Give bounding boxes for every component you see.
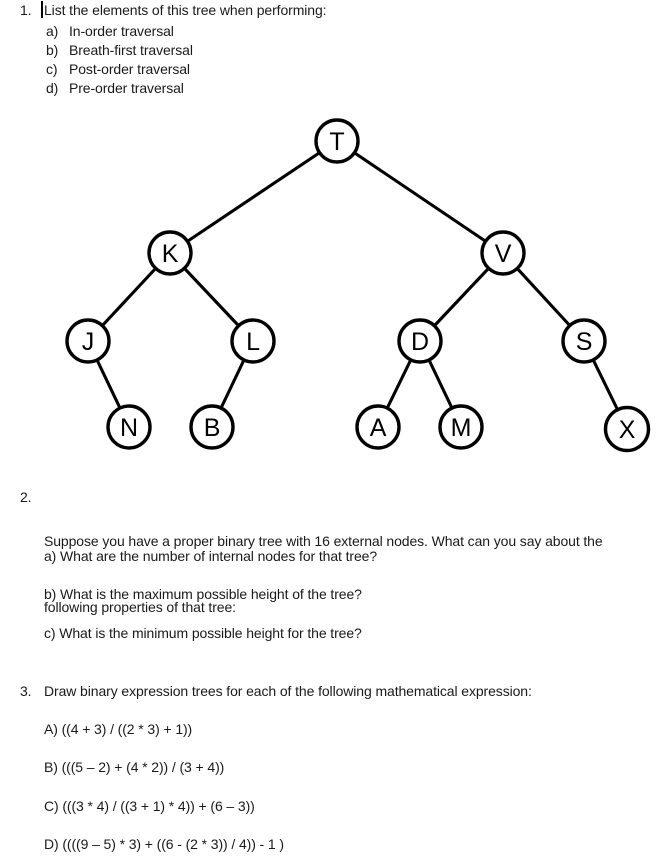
- tree-node-label: A: [370, 414, 387, 442]
- question-3-prompt: Draw binary expression trees for each of…: [44, 683, 532, 699]
- list-item-text: Post-order traversal: [69, 61, 190, 77]
- question-2-prompt: Suppose you have a proper binary tree wi…: [44, 486, 603, 662]
- list-item: b) Breath-first traversal: [46, 43, 193, 57]
- tree-edge-T-V: [335, 139, 505, 255]
- tree-node-A: A: [355, 404, 401, 450]
- question-1-number: 1.: [20, 2, 32, 18]
- question-3-item-c: C) (((3 * 4) / ((3 + 1) * 4)) + (6 – 3)): [44, 798, 255, 814]
- list-item-text: Pre-order traversal: [69, 80, 184, 96]
- tree-node-label: B: [204, 414, 221, 442]
- list-item-label: c): [46, 61, 58, 77]
- question-2-number: 2.: [20, 489, 32, 505]
- tree-node-label: S: [576, 328, 593, 356]
- tree-node-circle: [438, 404, 484, 450]
- question-2-prompt-line-1: Suppose you have a proper binary tree wi…: [44, 533, 603, 549]
- tree-node-label: J: [82, 328, 94, 356]
- question-2-item-c: c) What is the minimum possible height f…: [44, 625, 362, 641]
- tree-node-M: M: [438, 404, 484, 450]
- tree-node-V: V: [480, 230, 526, 276]
- tree-node-label: N: [120, 414, 138, 442]
- list-item-text: In-order traversal: [69, 23, 174, 39]
- list-item-text: Breath-first traversal: [69, 42, 193, 58]
- tree-node-label: K: [162, 240, 179, 268]
- tree-node-circle: [603, 405, 651, 453]
- tree-node-label: L: [246, 328, 260, 356]
- tree-node-J: J: [65, 318, 111, 364]
- tree-node-S: S: [561, 318, 607, 364]
- tree-node-circle: [561, 318, 607, 364]
- tree-node-circle: [106, 404, 152, 450]
- tree-node-circle: [480, 230, 526, 276]
- tree-node-circle: [65, 318, 111, 364]
- tree-node-K: K: [147, 230, 193, 276]
- tree-node-circle: [397, 318, 443, 364]
- question-2-item-a: a) What are the number of internal nodes…: [44, 548, 378, 564]
- question-2-item-b: b) What is the maximum possible height o…: [44, 586, 362, 602]
- tree-node-T: T: [314, 118, 360, 164]
- tree-node-circle: [189, 404, 235, 450]
- tree-node-X: X: [603, 405, 651, 453]
- list-item: a) In-order traversal: [46, 24, 174, 38]
- binary-tree-figure: T K V J L D S N: [65, 118, 651, 453]
- tree-node-label: D: [411, 328, 429, 356]
- tree-node-D: D: [397, 318, 443, 364]
- tree-node-N: N: [106, 404, 152, 450]
- list-item-label: b): [46, 42, 59, 58]
- list-item: c) Post-order traversal: [46, 62, 190, 76]
- question-1-prompt: List the elements of this tree when perf…: [44, 2, 327, 18]
- question-3-number: 3.: [20, 683, 32, 699]
- list-item-label: a): [46, 23, 59, 39]
- tree-node-label: M: [451, 414, 472, 442]
- text-cursor: [41, 1, 43, 18]
- question-2-prompt-line-2: following properties of that tree:: [44, 599, 236, 615]
- tree-node-circle: [147, 230, 193, 276]
- tree-node-circle: [314, 118, 360, 164]
- tree-node-B: B: [189, 404, 235, 450]
- tree-node-label: T: [329, 128, 344, 156]
- tree-edge-T-K: [168, 139, 339, 255]
- list-item-label: d): [46, 80, 59, 96]
- tree-node-label: X: [619, 416, 636, 444]
- question-3-item-d: D) ((((9 – 5) * 3) + ((6 - (2 * 3)) / 4)…: [44, 836, 284, 852]
- tree-node-label: V: [495, 240, 512, 268]
- question-3-item-a: A) ((4 + 3) / ((2 * 3) + 1)): [44, 721, 193, 737]
- tree-node-L: L: [230, 318, 276, 364]
- tree-node-circle: [355, 404, 401, 450]
- tree-node-circle: [230, 318, 276, 364]
- list-item: d) Pre-order traversal: [46, 81, 184, 95]
- question-3-item-b: B) (((5 – 2) + (4 * 2)) / (3 + 4)): [44, 759, 225, 775]
